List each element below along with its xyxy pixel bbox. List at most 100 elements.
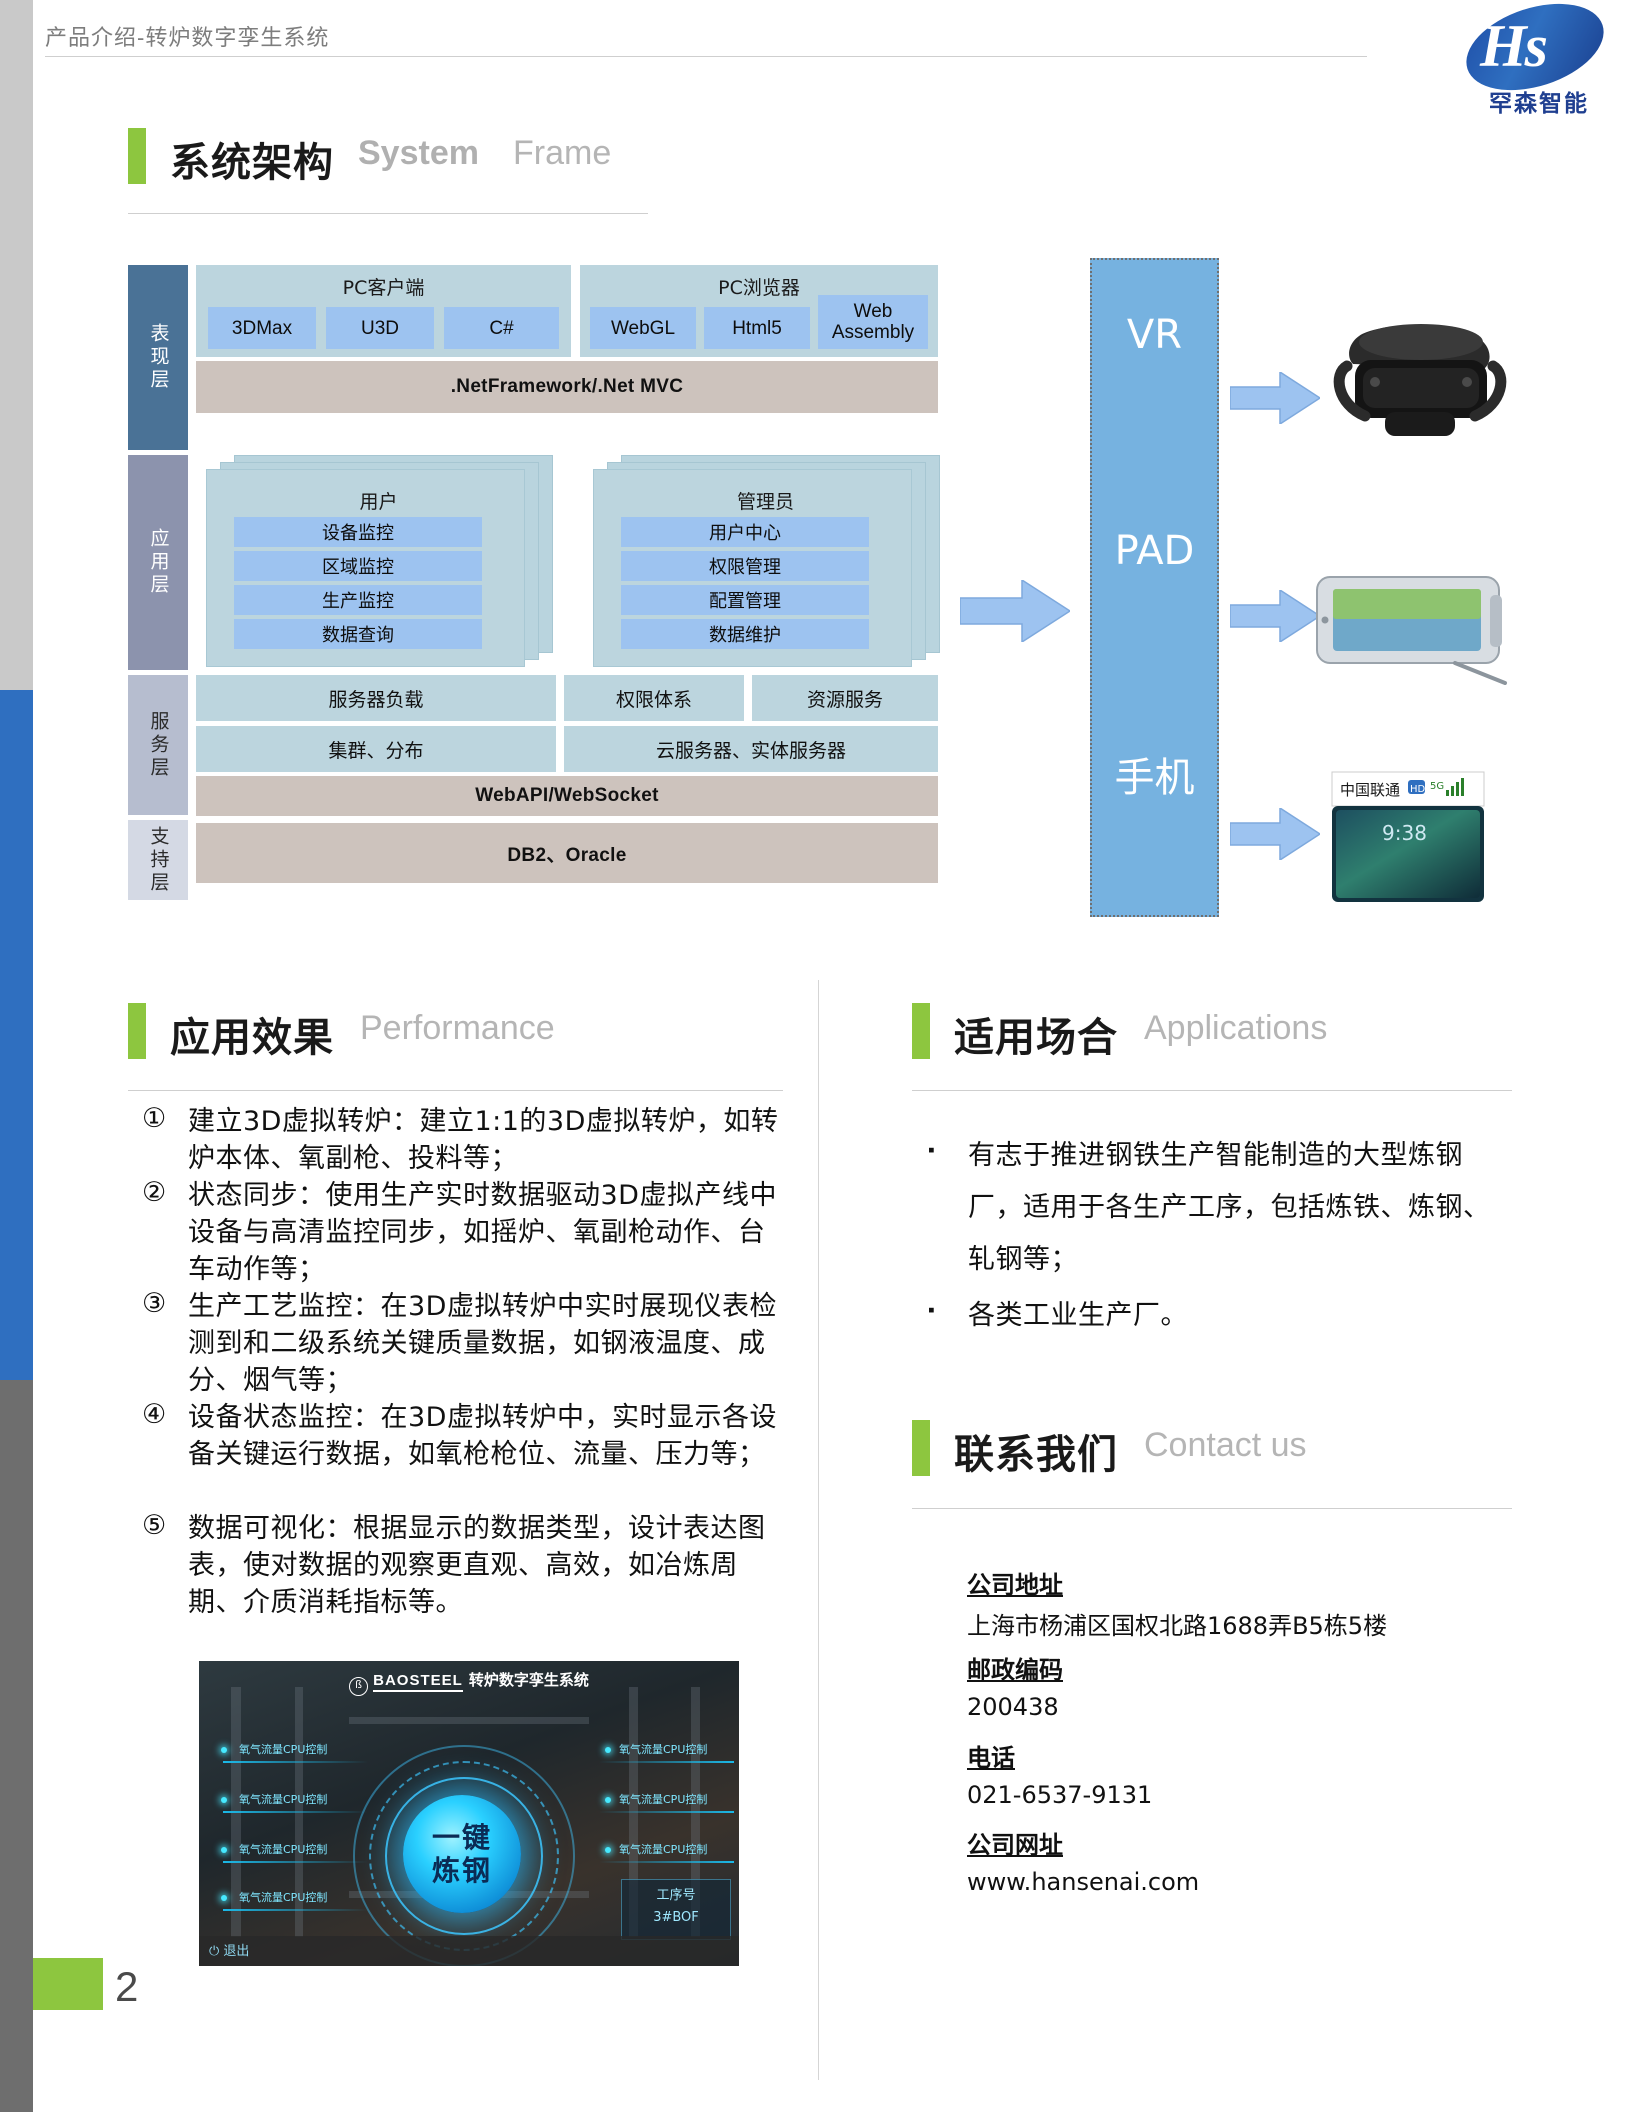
svg-text:HD: HD <box>1410 784 1426 795</box>
page-number: 2 <box>115 1963 139 2010</box>
section-heading-performance: 应用效果 Performance <box>128 1003 828 1063</box>
applications-rule <box>912 1090 1512 1091</box>
section-title-en-light: Performance <box>360 1009 555 1047</box>
service-cell-load: 服务器负载 <box>196 675 556 721</box>
group-pc-client: PC客户端 3DMax U3D C# <box>196 265 571 357</box>
layer-label-service: 服务层 <box>128 675 188 815</box>
header-divider <box>45 56 1367 57</box>
performance-item: ① 建立3D虚拟转炉：建立1:1的3D虚拟转炉，如转炉本体、氧副枪、投料等； <box>142 1103 782 1177</box>
contact-website-value[interactable]: www.hansenai.com <box>967 1868 1200 1896</box>
architecture-rule <box>128 213 648 214</box>
tablet-image <box>1305 565 1520 685</box>
item-text: 各类工业生产厂。 <box>968 1300 1188 1331</box>
tag-left: 氧气流量CPU控制 <box>239 1891 328 1904</box>
tag-right: 氧气流量CPU控制 <box>619 1793 708 1806</box>
tag-right: 氧气流量CPU控制 <box>619 1843 708 1856</box>
section-title-en-light: Contact us <box>1144 1426 1307 1464</box>
service-cell-cluster: 集群、分布 <box>196 726 556 772</box>
tech-csharp: C# <box>444 307 559 349</box>
item-text: 生产工艺监控：在3D虚拟转炉中实时展现仪表检测到和二级系统关键质量数据，如钢液温… <box>188 1291 777 1396</box>
device-column: VR PAD 手机 <box>1090 258 1219 917</box>
contact-rule <box>912 1508 1512 1509</box>
stack-title: 管理员 <box>736 491 794 513</box>
section-accent-bar <box>128 1003 146 1059</box>
logo-company-name: 罕森智能 <box>1489 91 1589 117</box>
breadcrumb: 产品介绍-转炉数字孪生系统 <box>45 25 330 50</box>
screenshot-brand: BAOSTEEL <box>373 1672 463 1692</box>
service-cell-cloud: 云服务器、实体服务器 <box>564 726 938 772</box>
group-title: PC浏览器 <box>718 277 800 299</box>
stack-item: 用户中心 <box>621 517 869 547</box>
layer-label-support: 支持层 <box>128 820 188 900</box>
band-webapi: WebAPI/WebSocket <box>196 776 938 816</box>
section-title-cn: 系统架构 <box>170 140 334 186</box>
service-cell-resource: 资源服务 <box>752 675 938 721</box>
item-text: 设备状态监控：在3D虚拟转炉中，实时显示各设备关键运行数据，如氧枪枪位、流量、压… <box>188 1402 777 1470</box>
section-title-cn: 应用效果 <box>170 1015 334 1061</box>
tech-u3d: U3D <box>326 307 434 349</box>
device-label-vr: VR <box>1126 312 1183 358</box>
performance-item: ⑤ 数据可视化：根据显示的数据类型，设计表达图表，使对数据的观察更直观、高效，如… <box>142 1510 782 1621</box>
item-text: 状态同步：使用生产实时数据驱动3D虚拟产线中设备与高清监控同步，如摇炉、氧副枪动… <box>188 1180 777 1285</box>
stack-item: 权限管理 <box>621 551 869 581</box>
svg-text:中国联通: 中国联通 <box>1340 781 1400 799</box>
logo-mark: Hs <box>1480 13 1548 79</box>
section-heading-architecture: 系统架构 System Frame <box>128 128 828 188</box>
left-rail-top <box>0 0 33 690</box>
item-number: ④ <box>142 1399 167 1430</box>
application-item: ▪ 各类工业生产厂。 <box>928 1290 1498 1342</box>
stack-item: 数据查询 <box>234 619 482 649</box>
baosteel-logo-icon: ß <box>349 1677 369 1696</box>
one-click-steelmaking-button[interactable]: 一键 炼钢 <box>403 1795 521 1913</box>
tag-left: 氧气流量CPU控制 <box>239 1743 328 1756</box>
contact-website-label: 公司网址 <box>967 1831 1063 1859</box>
arrow-pad <box>1230 590 1320 642</box>
svg-text:5G: 5G <box>1430 781 1444 792</box>
contact-address-value: 上海市杨浦区国权北路1688弄B5栋5楼 <box>967 1612 1388 1640</box>
tech-3dmax: 3DMax <box>208 307 316 349</box>
tech-html5: Html5 <box>704 307 810 349</box>
tech-webgl: WebGL <box>590 307 696 349</box>
device-label-pad: PAD <box>1114 528 1195 574</box>
stack-title: 用户 <box>359 491 398 513</box>
arrow-to-devices <box>960 580 1070 642</box>
application-item: ▪ 有志于推进钢铁生产智能制造的大型炼钢厂，适用于各生产工序，包括炼铁、炼钢、轧… <box>928 1130 1498 1286</box>
contact-phone-label: 电话 <box>967 1744 1015 1772</box>
architecture-diagram: 表现层 应用层 服务层 支持层 PC客户端 3DMax U3D C# PC浏览器… <box>128 265 940 905</box>
section-title-en-light: Applications <box>1144 1009 1328 1047</box>
company-logo: Hs 罕森智能 <box>1440 0 1620 121</box>
device-label-phone: 手机 <box>1114 755 1195 801</box>
contact-address-label: 公司地址 <box>967 1571 1063 1599</box>
section-heading-contact: 联系我们 Contact us <box>912 1420 1552 1480</box>
vr-headset-image <box>1325 312 1515 452</box>
stack-item: 设备监控 <box>234 517 482 547</box>
item-number: ⑤ <box>142 1510 167 1541</box>
exit-button[interactable]: ⏻ 退出 <box>209 1944 250 1959</box>
process-value: 3#BOF <box>653 1910 699 1925</box>
item-number: ③ <box>142 1288 167 1319</box>
item-number: ① <box>142 1103 167 1134</box>
contact-phone-value: 021-6537-9131 <box>967 1781 1153 1809</box>
process-label: 工序号 <box>656 1888 696 1903</box>
process-info-box: 工序号 3#BOF <box>621 1879 731 1940</box>
band-netframework: .NetFramework/.Net MVC <box>196 361 938 413</box>
contact-zip-value: 200438 <box>967 1693 1059 1721</box>
performance-item: ② 状态同步：使用生产实时数据驱动3D虚拟产线中设备与高清监控同步，如摇炉、氧副… <box>142 1177 782 1288</box>
performance-item: ③ 生产工艺监控：在3D虚拟转炉中实时展现仪表检测到和二级系统关键质量数据，如钢… <box>142 1288 782 1399</box>
bullet-icon: ▪ <box>928 1140 935 1161</box>
left-rail-bottom <box>0 1380 33 2112</box>
section-title-cn: 联系我们 <box>954 1432 1118 1478</box>
section-accent-bar <box>128 128 146 184</box>
exit-label: 退出 <box>223 1944 250 1959</box>
stack-admin: 管理员 用户中心 权限管理 配置管理 数据维护 <box>593 455 940 667</box>
core-label-line2: 炼钢 <box>431 1854 492 1887</box>
contact-zip-label: 邮政编码 <box>967 1656 1063 1684</box>
group-pc-browser: PC浏览器 WebGL Html5 Web Assembly <box>580 265 938 357</box>
stack-item: 配置管理 <box>621 585 869 615</box>
smartphone-image: 中国联通 HD 5G 9:38 <box>1322 770 1492 905</box>
stack-item: 区域监控 <box>234 551 482 581</box>
service-cell-auth: 权限体系 <box>564 675 744 721</box>
section-accent-bar <box>912 1420 930 1476</box>
item-text: 数据可视化：根据显示的数据类型，设计表达图表，使对数据的观察更直观、高效，如冶炼… <box>188 1513 766 1618</box>
section-title-en-bold: System <box>358 134 479 172</box>
